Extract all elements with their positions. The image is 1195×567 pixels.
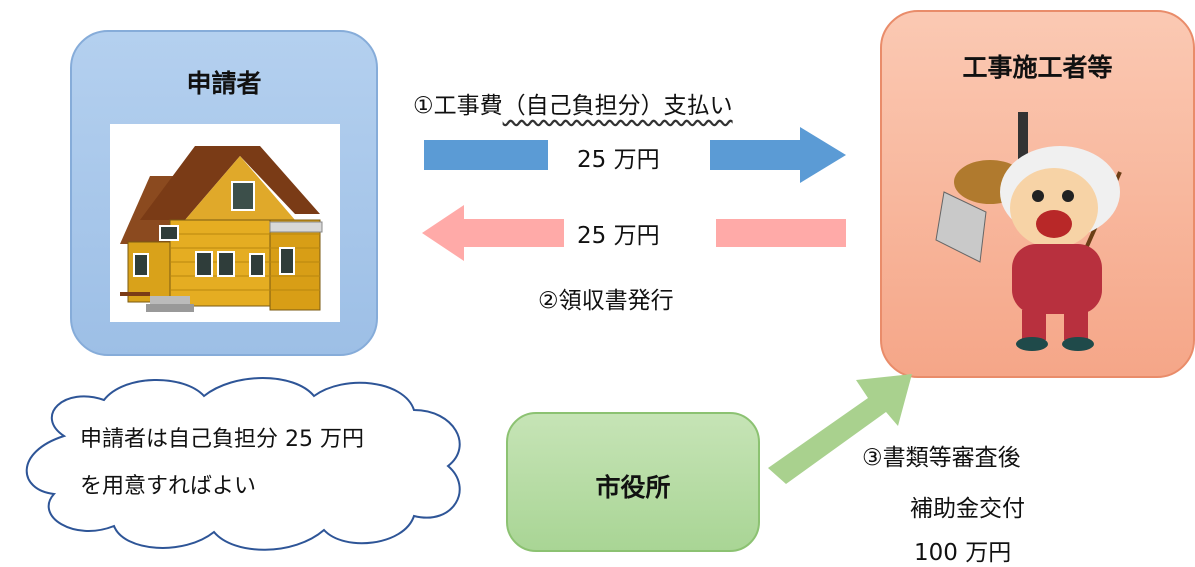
payment-label-wavy: （自己負担分）支払い [502,93,733,119]
payment-arrow [424,127,846,183]
receipt-arrow [422,205,846,261]
city-hall-title: 市役所 [595,473,671,502]
payment-label: ①工事費（自己負担分）支払い [413,86,733,120]
note-cloud-shape [25,377,461,551]
subsidy-arrow [768,374,912,484]
contractor-title: 工事施工者等 [962,53,1113,82]
applicant-title: 申請者 [186,69,262,98]
payment-label-prefix: ①工事費 [413,93,503,119]
receipt-amount: 25 万円 [577,223,660,249]
subsidy-amount: 100 万円 [914,540,1012,566]
subsidy-line2: 補助金交付 [910,496,1025,522]
note-line1: 申請者は自己負担分 25 万円 [80,427,364,452]
house-illustration [110,124,340,322]
note-line2: を用意すればよい [80,474,257,499]
receipt-label: ②領収書発行 [538,288,674,314]
payment-amount: 25 万円 [577,147,660,173]
carpenter-mascot-illustration [930,112,1160,352]
city-hall-box: 市役所 [506,412,760,552]
subsidy-line1: ③書類等審査後 [862,445,1021,471]
